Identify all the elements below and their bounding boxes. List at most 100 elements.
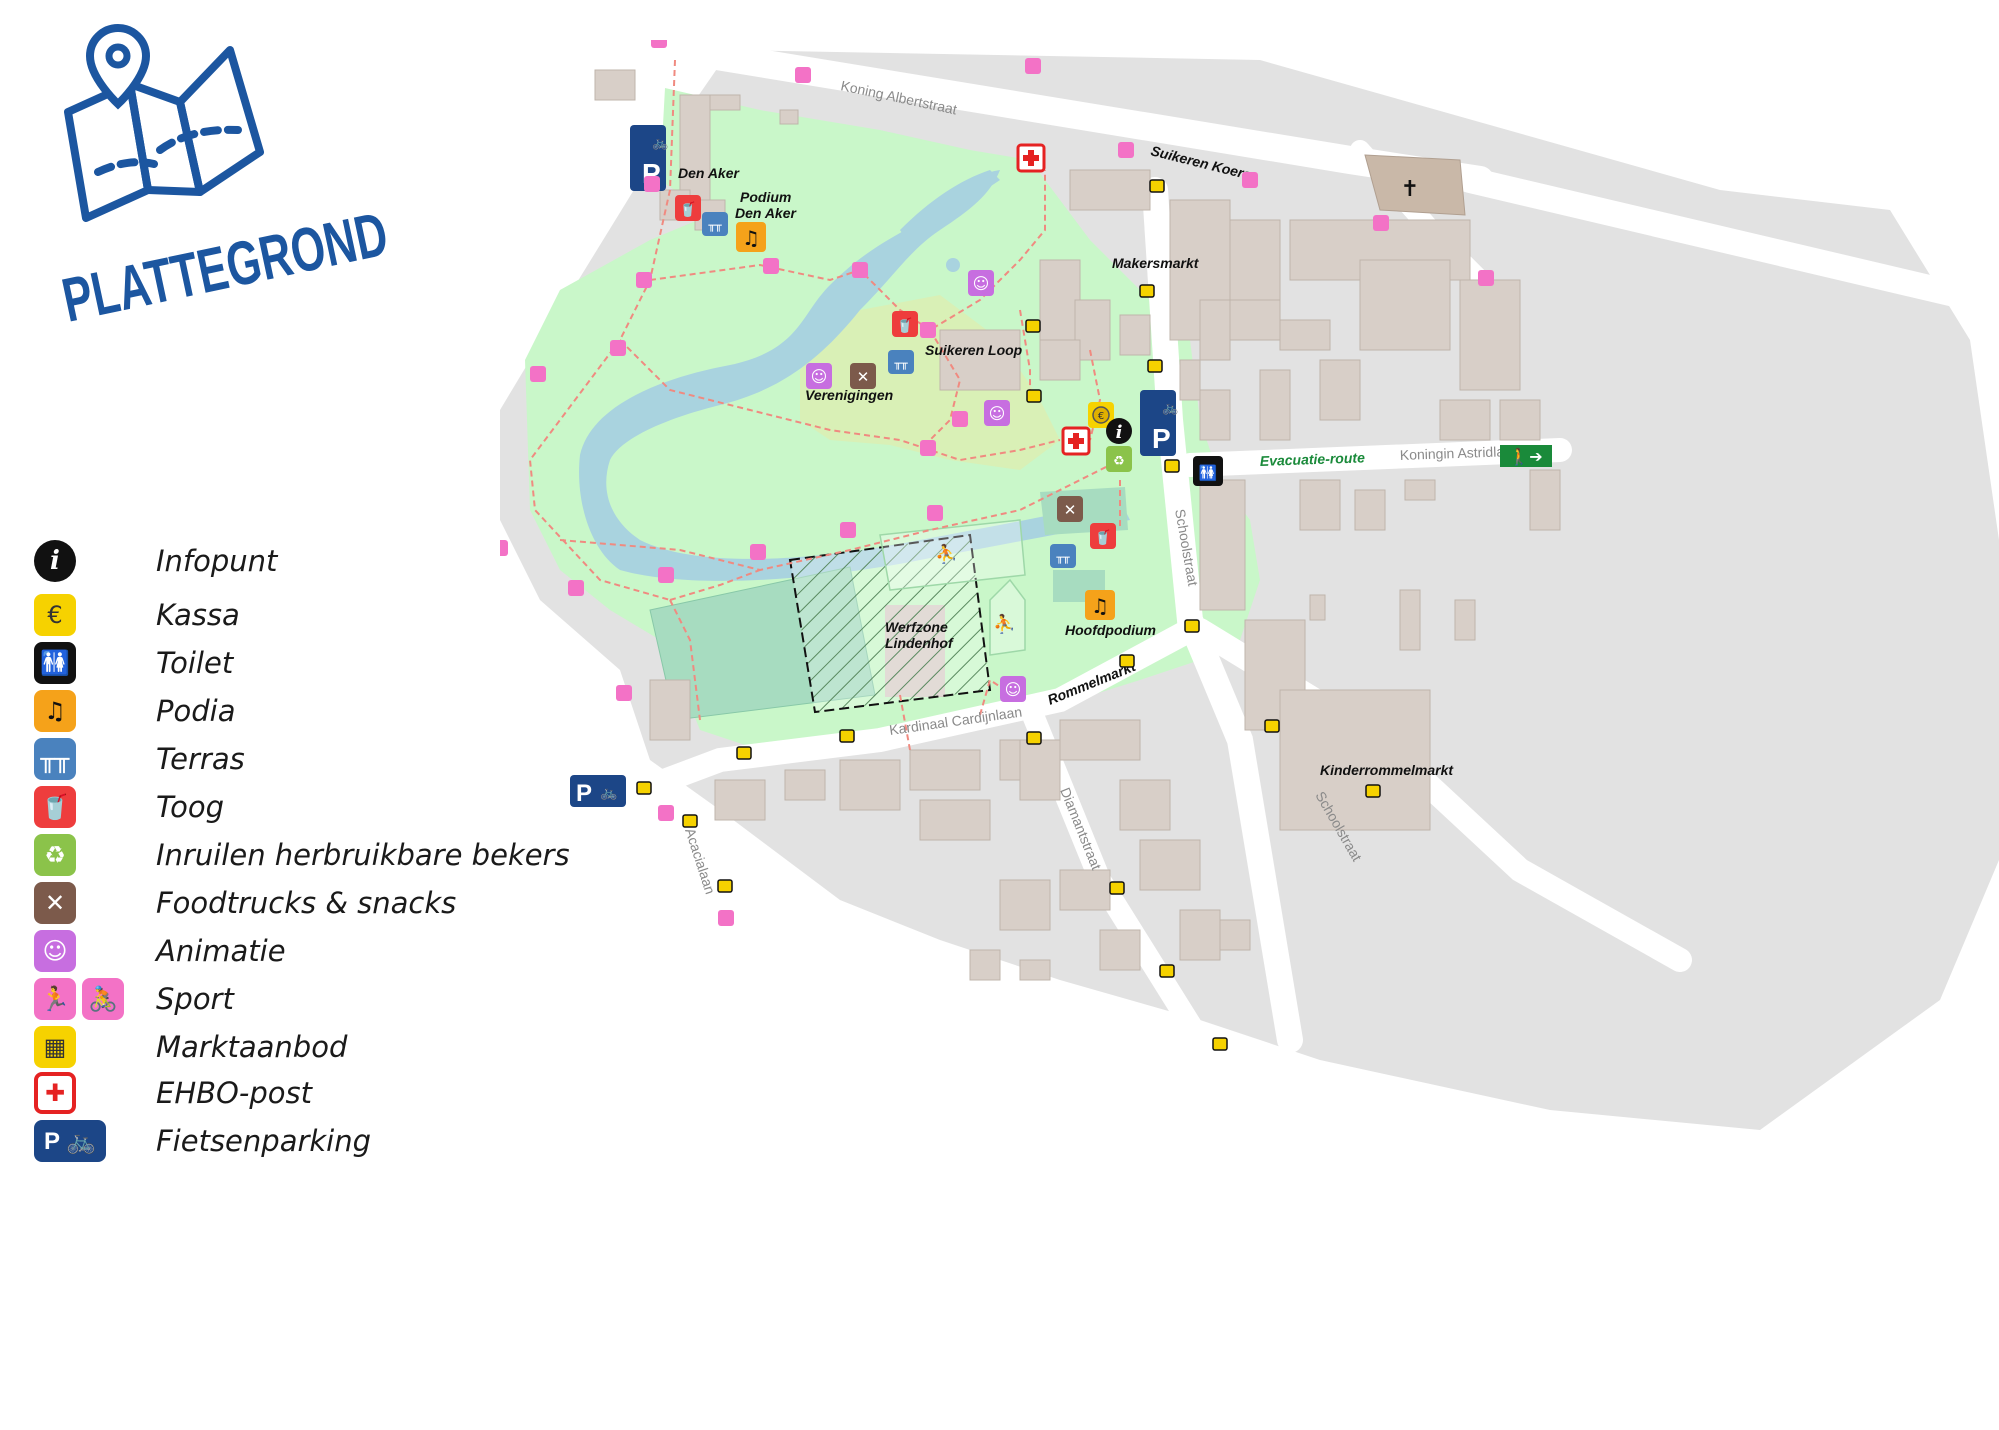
pond: [579, 170, 1130, 581]
label-kinderrommelmarkt: Kinderrommelmarkt: [1320, 762, 1454, 778]
bike-parking-icon: P🚲: [1140, 390, 1178, 456]
label-podium-den-aker-1: Podium: [740, 189, 791, 205]
market-stall-icon: [1119, 654, 1135, 668]
market-stall-icon: [1147, 359, 1163, 373]
svg-text:☺: ☺: [1005, 680, 1022, 699]
runner-icon: [644, 176, 660, 192]
market-stall-icon: [1264, 719, 1280, 733]
legend-item-toilet: 🚻Toilet: [34, 642, 233, 686]
fork-knife-icon: ✕: [34, 882, 76, 924]
legend-icons: ♻: [34, 834, 154, 878]
svg-text:╥╥: ╥╥: [1055, 551, 1070, 564]
market-stall-icon: [1109, 881, 1125, 895]
legend-icons: ☺: [34, 930, 154, 974]
runner-icon: [500, 540, 508, 556]
legend-item-ehbo-post: ✚EHBO-post: [34, 1072, 312, 1116]
runner-icon: [568, 580, 584, 596]
bike-parking-icon: P 🚲: [34, 1120, 106, 1162]
smiley-icon: ☺: [1000, 676, 1026, 702]
label-verenigingen: Verenigingen: [805, 387, 893, 403]
market-stall-icon: [736, 746, 752, 760]
svg-text:☺: ☺: [989, 404, 1006, 423]
legend-item-foodtrucks-snacks: ✕Foodtrucks & snacks: [34, 882, 456, 926]
market-stall-icon: [717, 879, 733, 893]
label-den-aker: Den Aker: [678, 165, 741, 181]
legend-item-toog: 🥤Toog: [34, 786, 224, 830]
legend-icons: i: [34, 540, 154, 584]
runner-icon: [658, 567, 674, 583]
cyclist-icon: [1373, 215, 1389, 231]
legend-icons: €: [34, 594, 154, 638]
legend-icons: 🏃🚴: [34, 978, 154, 1022]
cyclist-icon: [651, 40, 667, 48]
label-makersmarkt: Makersmarkt: [1112, 255, 1200, 271]
legend-item-sport: 🏃🚴Sport: [34, 978, 234, 1022]
legend-icons: 🥤: [34, 786, 154, 830]
svg-text:i: i: [1116, 422, 1123, 443]
cup-icon: 🥤: [675, 195, 701, 221]
svg-text:⛹: ⛹: [993, 613, 1015, 635]
buildings: [594, 69, 1561, 981]
svg-text:🥤: 🥤: [896, 317, 913, 334]
runner-icon: [636, 272, 652, 288]
runner-icon: [616, 685, 632, 701]
first-aid-cross-icon: [1016, 143, 1046, 173]
svg-text:╥╥: ╥╥: [707, 219, 722, 232]
plattegrond-logo: PLATTEGROND: [60, 23, 394, 336]
poi-layer: P🚲 P🚲 P🚲 🥤 🥤 🥤 ╥╥ ╥╥ ╥╥ ♫ ♫ ☺ ☺ ☺ ☺ ✕ ✕ …: [570, 125, 1223, 807]
cup-recycle-icon: ♻: [34, 834, 76, 876]
legend-item-animatie: ☺Animatie: [34, 930, 286, 974]
legend-item-terras: ╥╥Terras: [34, 738, 245, 782]
label-hoofdpodium: Hoofdpodium: [1065, 622, 1156, 638]
smiley-icon: ☺: [968, 270, 994, 296]
cyclist-icon: [1118, 142, 1134, 158]
market-stall-icon: [1212, 1037, 1228, 1051]
play-icon: ⛹: [993, 613, 1015, 635]
street-evacuatie-route: Evacuatie-route: [1260, 449, 1366, 469]
runner-icon: [927, 505, 943, 521]
runner-icon: [920, 440, 936, 456]
runner-icon: [718, 910, 734, 926]
market-stall-icon: [1365, 784, 1381, 798]
street-koningin-astridlaan: Koningin Astridlaan: [1400, 443, 1520, 463]
play-area-house: [989, 578, 1026, 656]
legend-label: Kassa: [156, 598, 240, 632]
walking-trails: [528, 59, 1121, 751]
svg-text:🚻: 🚻: [1199, 464, 1218, 482]
market-stall-icon: ▦: [34, 1026, 76, 1068]
legend-label: Inruilen herbruikbare bekers: [156, 838, 570, 872]
runner-icon: [920, 322, 936, 338]
legend-icons: ♫: [34, 690, 154, 734]
runner-icon: [763, 258, 779, 274]
page-title: PLATTEGROND: [60, 200, 394, 336]
market-stall-icon: [682, 814, 698, 828]
label-suikeren-loop: Suikeren Loop: [925, 342, 1023, 358]
bike-parking-icon: P🚲: [570, 775, 626, 807]
legend-label: Infopunt: [156, 544, 278, 578]
svg-text:€: €: [1098, 411, 1104, 422]
cup-recycle-icon: ♻: [1106, 446, 1132, 472]
location-pin-icon: [85, 23, 151, 110]
cyclist-icon: [1242, 172, 1258, 188]
legend-icons: P 🚲: [34, 1120, 154, 1164]
market-stall-icon: [1164, 459, 1180, 473]
svg-text:☺: ☺: [973, 274, 990, 293]
svg-text:P: P: [576, 780, 592, 807]
svg-text:♻: ♻: [1113, 454, 1125, 469]
svg-text:🚶➔: 🚶➔: [1509, 447, 1542, 466]
legend-icons: ╥╥: [34, 738, 154, 782]
music-note-icon: ♫: [34, 690, 76, 732]
market-stall-icon: [636, 781, 652, 795]
legend-label: Toilet: [156, 646, 234, 680]
runner-icon: [840, 522, 856, 538]
svg-text:♫: ♫: [1091, 594, 1109, 618]
music-note-icon: ♫: [1085, 590, 1115, 620]
toilet-icon: 🚻: [1193, 456, 1223, 486]
cyclist-icon: [795, 67, 811, 83]
coin-icon: €: [1088, 402, 1114, 428]
legend-item-marktaanbod: ▦Marktaanbod: [34, 1026, 347, 1070]
terrace-table-icon: ╥╥: [1050, 544, 1076, 568]
svg-text:🥤: 🥤: [1094, 529, 1111, 546]
runner-icon: [952, 411, 968, 427]
